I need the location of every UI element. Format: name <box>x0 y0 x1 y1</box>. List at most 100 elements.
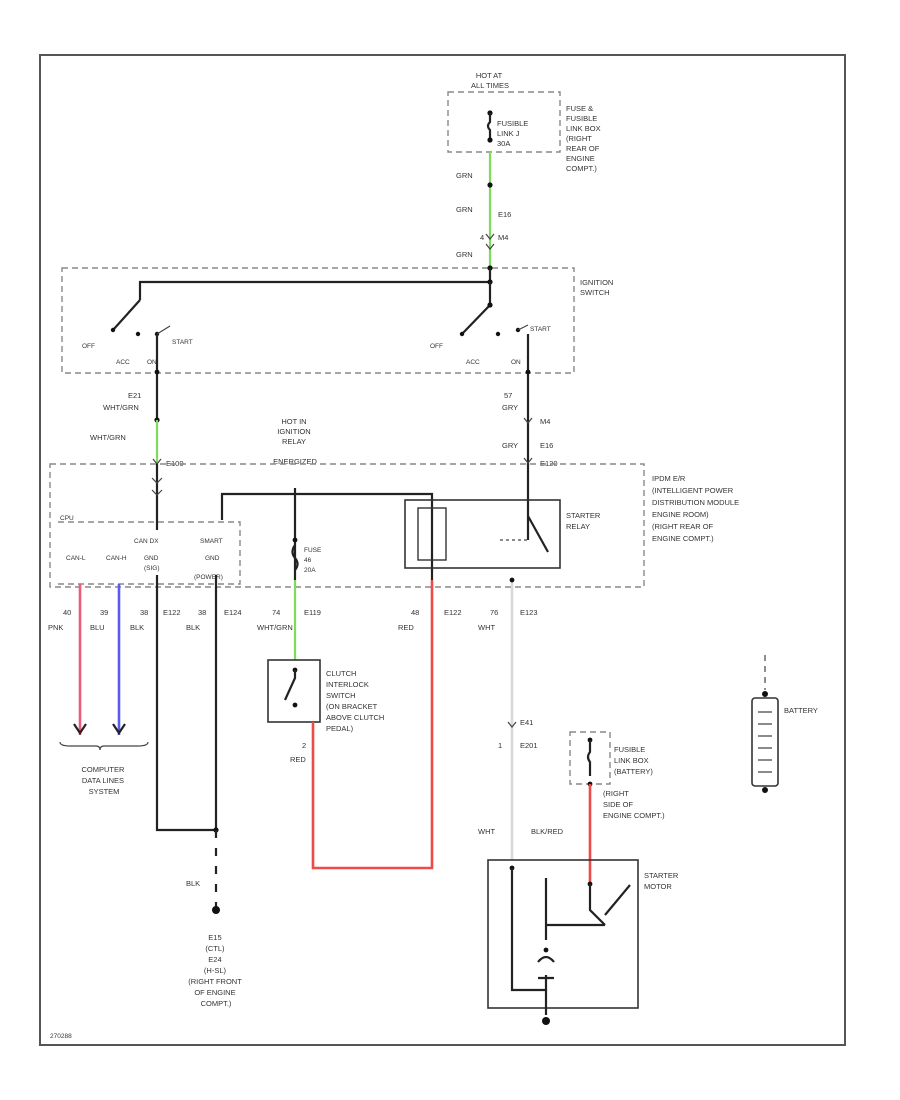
right-sw-on-label: ON <box>511 359 521 366</box>
right-switch-blade <box>461 282 492 335</box>
clutch-switch-label: CLUTCH INTERLOCK SWITCH (ON BRACKET ABOV… <box>326 669 386 733</box>
starter-relay-box <box>404 499 561 569</box>
pin-38b-label: 38 <box>198 608 206 617</box>
right-sw-start-contact <box>517 324 529 331</box>
left-wire-label-2: WHT/GRN <box>90 433 126 442</box>
can-l-label: CAN-L <box>66 555 86 562</box>
ign-wire-label-3: GRN <box>456 250 473 259</box>
fusible-link-bottom-dot <box>487 137 493 143</box>
e201-pin-label: 1 <box>498 741 502 750</box>
arrow-can-l <box>73 723 87 735</box>
left-pin-label: E21 <box>128 391 141 400</box>
left-pin-dot <box>154 369 160 375</box>
computer-data-lines-brace <box>59 741 149 751</box>
pin-39-label: 39 <box>100 608 108 617</box>
cpu-label: CPU <box>60 515 74 522</box>
starter-relay-label: STARTER RELAY <box>566 511 602 531</box>
smart-label: SMART <box>200 538 223 545</box>
right-wire-label-1: GRY <box>502 403 518 412</box>
wire-whtgrn-label: WHT/GRN <box>257 623 293 632</box>
hot-at-all-times-label: HOT AT ALL TIMES <box>471 71 509 90</box>
conn-e124-label: E124 <box>224 608 242 617</box>
ipdm-group: HOT IN IGNITION RELAY ENERGIZED IPDM E/R… <box>49 417 739 588</box>
relay-coil-feed <box>220 492 434 580</box>
pin-76-label: 76 <box>490 608 498 617</box>
clutch-interlock-switch: CLUTCH INTERLOCK SWITCH (ON BRACKET ABOV… <box>267 659 386 733</box>
battery-negative-terminal <box>762 787 768 793</box>
ign-wire-label-1: GRN <box>456 171 473 180</box>
left-sw-on-label: ON <box>147 359 157 366</box>
clutch-switch-box <box>267 659 321 723</box>
right-pin-label: 57 <box>504 391 512 400</box>
starter-field-dot <box>543 947 549 953</box>
e201-conn-label: E201 <box>520 741 538 750</box>
ground-point <box>212 906 220 914</box>
pin-40-label: 40 <box>63 608 71 617</box>
wire-red-label: RED <box>398 623 414 632</box>
ign-conn-label-1: E16 <box>498 210 511 219</box>
ign-conn-label-2: 4 <box>480 233 484 242</box>
figure-code: 270288 <box>50 1033 72 1040</box>
left-sw-contact-off <box>110 327 116 333</box>
fuse-top-dot <box>292 537 298 543</box>
ign-conn-label-3: M4 <box>498 233 508 242</box>
connector-chevrons-left-2 <box>151 477 163 496</box>
wire-blk-gnd-sig <box>155 575 216 832</box>
starter-relay-contact <box>527 515 549 553</box>
right-sw-pivot-dot <box>487 302 493 308</box>
pin-38-label: 38 <box>140 608 148 617</box>
starter-motor-label: STARTER MOTOR <box>644 871 680 891</box>
right-conn-label-1: M4 <box>540 417 550 426</box>
can-h-label: CAN-H <box>106 555 127 562</box>
starter-blkred-label: BLK/RED <box>531 827 564 836</box>
ignition-switch-group: IGNITION SWITCH OFF ACC ON START OFF ACC… <box>61 265 615 374</box>
ignition-switch-dashed-box <box>61 267 575 374</box>
conn-e123-label: E123 <box>520 608 538 617</box>
left-wire-label-1: WHT/GRN <box>103 403 139 412</box>
connector-chevron-e41 <box>507 721 517 728</box>
connector-chevron-ign-2 <box>485 243 495 250</box>
connector-chevron-right-2 <box>523 457 533 464</box>
left-switch-blade <box>112 299 141 331</box>
left-sw-start-label: START <box>172 339 193 346</box>
right-sw-acc-label: ACC <box>466 359 480 366</box>
hot-in-ignition-label: HOT IN IGNITION RELAY ENERGIZED <box>273 417 317 466</box>
conn-e119-label: E119 <box>304 608 321 617</box>
right-conn-label-3: E120 <box>540 459 558 468</box>
arrow-can-h <box>112 723 126 735</box>
starter-motor-box <box>487 859 639 1009</box>
starter-relay-coil <box>417 507 447 561</box>
gnd-power-label: GND (POWER) <box>194 555 223 581</box>
conn-e122-label: E122 <box>163 608 181 617</box>
battery-fusible-link-label: FUSIBLE LINK BOX (BATTERY) (RIGHT SIDE O… <box>603 745 665 820</box>
ign-wire-label-2: GRN <box>456 205 473 214</box>
battery-label: BATTERY <box>784 706 818 715</box>
fusible-link-j-label: FUSIBLE LINK J 30A <box>497 119 530 148</box>
can-dx-label: CAN DX <box>134 538 159 545</box>
right-conn-label-2: E16 <box>540 441 553 450</box>
fusible-link-j-symbol <box>486 113 492 140</box>
left-sw-acc-label: ACC <box>116 359 130 366</box>
ground-wire-label: BLK <box>186 879 200 888</box>
clutch-switch-contact <box>292 702 298 708</box>
fuse-box-dashed <box>447 91 561 153</box>
ignition-switch-label: IGNITION SWITCH <box>580 278 615 297</box>
wire-pnk-label: PNK <box>48 623 63 632</box>
diagram-frame <box>39 54 846 1046</box>
left-sw-off-label: OFF <box>82 343 95 350</box>
pin-74-label: 74 <box>272 608 280 617</box>
wire-blk-2-label: BLK <box>186 623 200 632</box>
starter-main-contact <box>588 884 631 926</box>
gnd-sig-label: GND (SIG) <box>144 555 160 572</box>
connector-chevron-right-1 <box>523 417 533 424</box>
wire-wht-label: WHT <box>478 623 495 632</box>
wire-blk-1-label: BLK <box>130 623 144 632</box>
pin-48-label: 48 <box>411 608 419 617</box>
ignition-switch-bus <box>138 268 492 300</box>
computer-data-lines-label: COMPUTER DATA LINES SYSTEM <box>81 765 126 796</box>
left-sw-contact-acc <box>135 331 141 337</box>
right-sw-contact-acc <box>495 331 501 337</box>
wire-blu-label: BLU <box>90 623 105 632</box>
right-sw-off-label: OFF <box>430 343 443 350</box>
